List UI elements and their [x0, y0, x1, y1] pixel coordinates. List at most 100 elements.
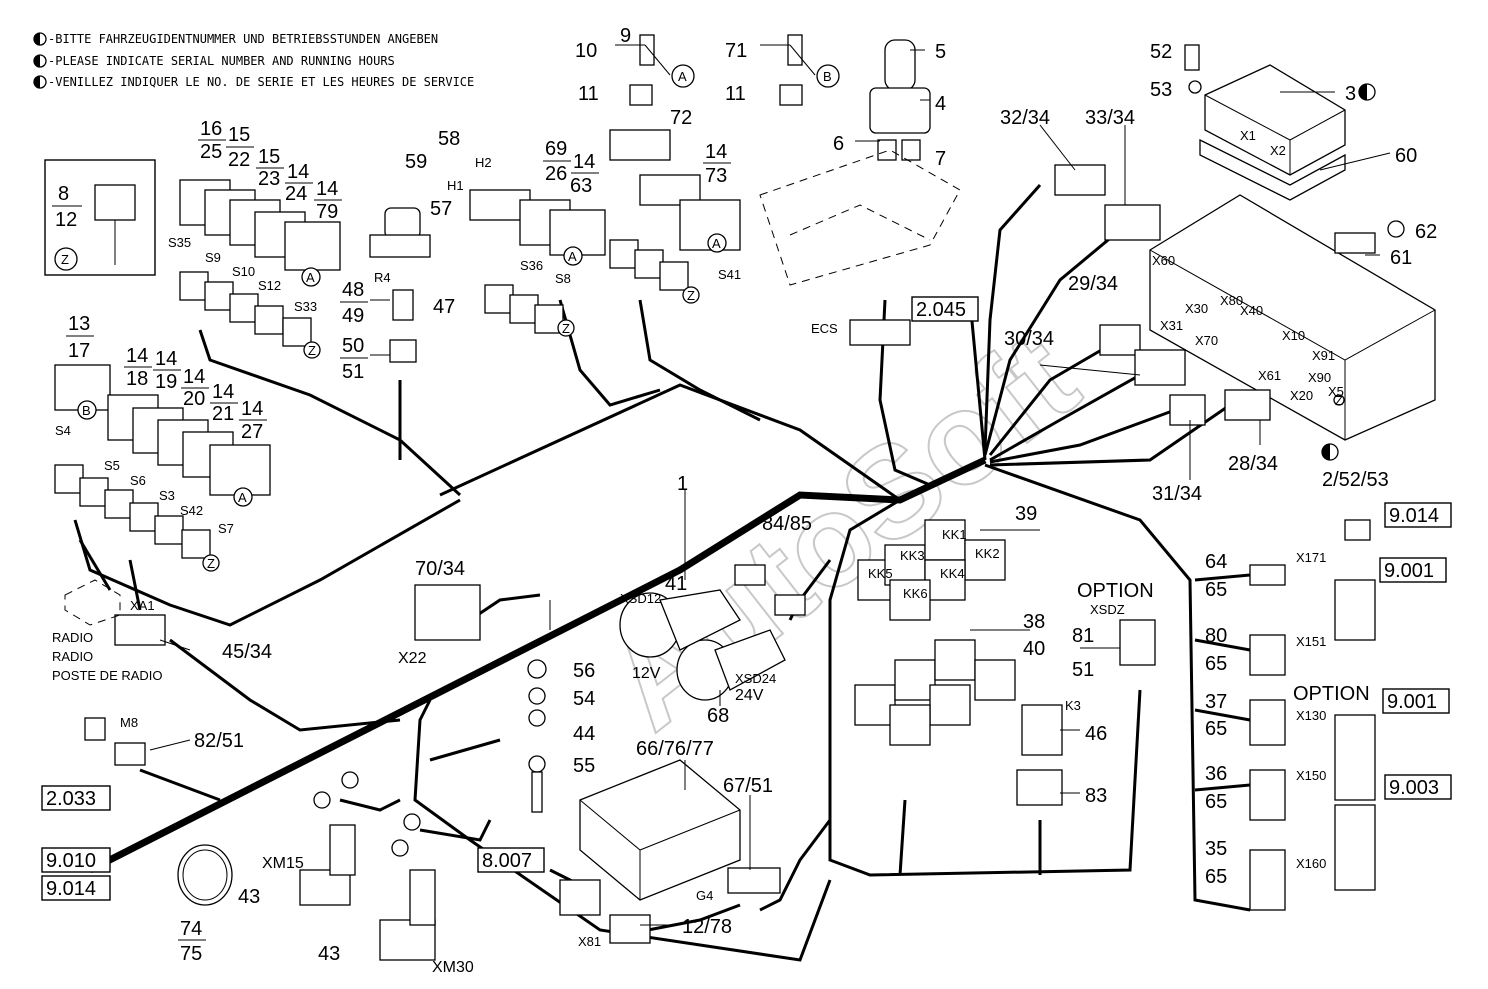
label-61: 61	[1390, 247, 1412, 269]
label-10: 10	[575, 40, 597, 62]
label-27: 27	[241, 421, 263, 443]
label-67-51: 67/51	[723, 775, 773, 797]
label-14-b: 14	[316, 178, 338, 200]
letter-a1: A	[678, 69, 687, 84]
inset-switch	[94, 184, 136, 221]
des-24v: 24V	[735, 687, 764, 704]
des-xm15: XM15	[262, 855, 304, 872]
lower-parts	[64, 564, 806, 961]
des-x70: X70	[1195, 333, 1218, 348]
label-15-b: 15	[258, 146, 280, 168]
ref-9-003: 9.003	[1389, 777, 1439, 799]
watermark: AutoSoft	[581, 304, 1103, 757]
label-19: 19	[155, 371, 177, 393]
label-20: 20	[183, 388, 205, 410]
des-x91: X91	[1312, 348, 1335, 363]
label-40: 40	[1023, 638, 1045, 660]
des-xsd24: XSD24	[735, 671, 776, 686]
letter-z4: Z	[687, 288, 695, 303]
label-21: 21	[212, 403, 234, 425]
label-14-d: 14	[705, 141, 727, 163]
label-14-c: 14	[573, 151, 595, 173]
letter-z1: Z	[61, 252, 69, 267]
label-41: 41	[665, 573, 687, 595]
ref-8-007: 8.007	[482, 850, 532, 872]
label-71: 71	[725, 40, 747, 62]
label-51-b: 51	[1072, 659, 1094, 681]
misc-text: OPTION OPTION RADIO RADIO POSTE DE RADIO	[52, 580, 1370, 705]
des-m8: M8	[120, 715, 138, 730]
des-s6: S6	[130, 473, 146, 488]
label-80: 80	[1205, 625, 1227, 647]
option-label-1: OPTION	[1077, 580, 1154, 602]
des-12v: 12V	[632, 665, 661, 682]
des-x31: X31	[1160, 318, 1183, 333]
ignition-key-switch	[869, 39, 931, 161]
label-26: 26	[545, 163, 567, 185]
des-x61: X61	[1258, 368, 1281, 383]
letter-a3: A	[568, 249, 577, 264]
label-16: 16	[200, 118, 222, 140]
des-s10: S10	[232, 264, 255, 279]
header-notes: -BITTE FAHRZEUGIDENTNUMMER UND BETRIEBSS…	[33, 32, 474, 89]
label-37: 37	[1205, 691, 1227, 713]
relay-block-lower	[854, 619, 1156, 806]
des-xsd12: XSD12	[620, 591, 661, 606]
des-s35: S35	[168, 235, 191, 250]
letter-b2: B	[82, 403, 91, 418]
des-ecs: ECS	[811, 321, 838, 336]
label-70-34: 70/34	[415, 558, 465, 580]
label-50: 50	[342, 335, 364, 357]
label-51-a: 51	[342, 361, 364, 383]
label-24: 24	[285, 183, 307, 205]
label-36: 36	[1205, 763, 1227, 785]
des-x90: X90	[1308, 370, 1331, 385]
des-s33: S33	[294, 299, 317, 314]
label-69: 69	[545, 138, 567, 160]
des-x20: X20	[1290, 388, 1313, 403]
right-connectors	[1249, 519, 1376, 911]
des-x160: X160	[1296, 856, 1326, 871]
label-14-i: 14	[241, 398, 263, 420]
des-kk3: KK3	[900, 548, 925, 563]
note-fr: -VENILLEZ INDIQUER LE NO. DE SERIE ET LE…	[48, 75, 474, 89]
label-68: 68	[707, 705, 729, 727]
label-13: 13	[68, 313, 90, 335]
label-74: 74	[180, 918, 202, 940]
des-x130: X130	[1296, 708, 1326, 723]
label-5: 5	[935, 41, 946, 63]
label-84-85: 84/85	[762, 513, 812, 535]
potentiometer-r4	[369, 207, 431, 363]
label-48: 48	[342, 279, 364, 301]
label-17: 17	[68, 340, 90, 362]
label-2-52-53: 2/52/53	[1322, 469, 1389, 491]
label-31-34: 31/34	[1152, 483, 1202, 505]
label-79: 79	[316, 201, 338, 223]
des-x151: X151	[1296, 634, 1326, 649]
harness-wires	[73, 184, 1251, 962]
label-62: 62	[1415, 221, 1437, 243]
letter-b1: B	[823, 69, 832, 84]
ref-2-045: 2.045	[916, 299, 966, 321]
des-x10: X10	[1282, 328, 1305, 343]
des-g4: G4	[696, 888, 713, 903]
designators: S35 S9 S10 S12 S33 S36 S8 S41 S4 S5 S6 S…	[55, 128, 1344, 976]
label-1: 1	[677, 473, 688, 495]
label-60: 60	[1395, 145, 1417, 167]
ref-9-014-a: 9.014	[1389, 505, 1439, 527]
fraction-bars	[52, 139, 731, 941]
letter-a4: A	[712, 236, 721, 251]
label-15-a: 15	[228, 124, 250, 146]
label-11-b: 11	[725, 83, 746, 105]
des-x22: X22	[398, 650, 427, 667]
ref-9-014-b: 9.014	[46, 878, 96, 900]
label-65-d: 65	[1205, 791, 1227, 813]
label-65-e: 65	[1205, 866, 1227, 888]
label-8: 8	[58, 183, 69, 205]
des-h1: H1	[447, 178, 464, 193]
label-53: 53	[1150, 79, 1172, 101]
letter-a5: A	[238, 490, 247, 505]
des-x5: X5	[1328, 384, 1344, 399]
label-56: 56	[573, 660, 595, 682]
